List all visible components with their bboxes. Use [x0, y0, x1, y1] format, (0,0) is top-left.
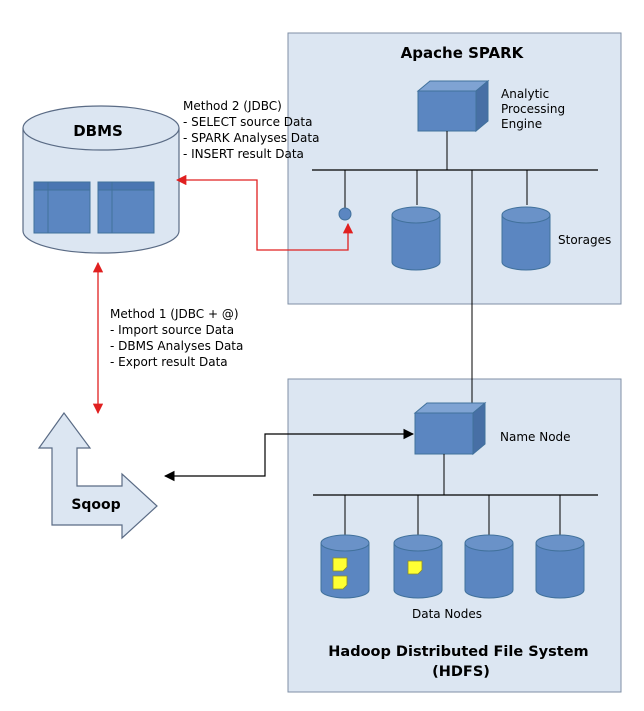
- sqoop-arrow-icon: [37, 411, 158, 540]
- spark-jdbc-connector: [338, 207, 352, 221]
- spark-storage-cylinder-2: [501, 206, 551, 271]
- data-node-cylinder-4: [535, 534, 585, 599]
- dbms-database-icon: [22, 105, 180, 254]
- name-node-icon: [413, 401, 487, 456]
- data-note-icon: [332, 575, 348, 590]
- analytic-engine-icon: [416, 79, 490, 133]
- hdfs-title: Hadoop Distributed File System (HDFS): [328, 644, 593, 680]
- data-note-icon: [407, 560, 423, 575]
- sqoop-namenode-arrow: [163, 428, 415, 482]
- spark-title: Apache SPARK: [401, 44, 525, 62]
- data-node-cylinder-2: [393, 534, 443, 599]
- data-node-cylinder-3: [464, 534, 514, 599]
- spark-panel: [287, 32, 622, 305]
- spark-storage-cylinder-1: [391, 206, 441, 271]
- name-node-label: Name Node: [500, 430, 571, 444]
- storages-label: Storages: [558, 233, 611, 247]
- data-note-icon: [332, 557, 348, 572]
- analytic-engine-label: Analytic Processing Engine: [501, 87, 569, 131]
- data-nodes-label: Data Nodes: [412, 607, 482, 621]
- data-node-cylinder-1: [320, 534, 370, 599]
- dbms-label: DBMS: [73, 122, 123, 140]
- sqoop-label: Sqoop: [71, 497, 120, 513]
- method2-arrow: [175, 174, 354, 251]
- method1-text: Method 1 (JDBC + @) - Import source Data…: [110, 307, 247, 369]
- method2-text: Method 2 (JDBC) - SELECT source Data - S…: [183, 99, 323, 161]
